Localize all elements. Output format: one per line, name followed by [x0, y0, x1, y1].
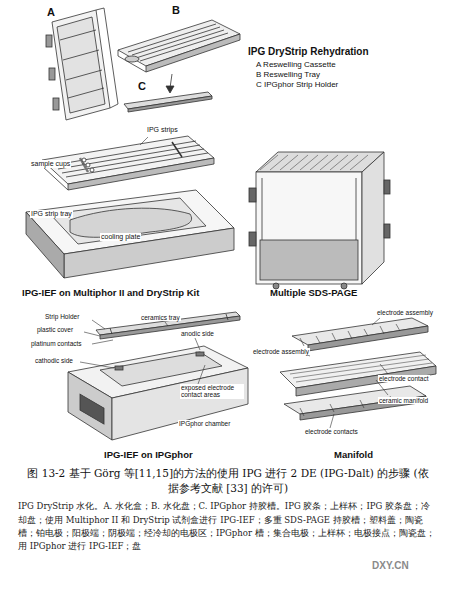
part-label: IPG strips: [146, 126, 179, 134]
part-label: cathodic side: [34, 357, 74, 364]
part-label: electrode contacts: [304, 428, 359, 435]
sds-page-tank: [249, 152, 390, 289]
part-label: platinum contacts: [30, 340, 83, 347]
part-label: electrode contact: [378, 375, 430, 382]
part-label: exposed electrode contact areas: [180, 384, 244, 399]
part-label: Strip Holder: [44, 313, 80, 320]
panel-title: IPG DryStrip Rehydration: [248, 46, 369, 58]
legend-text: C IPGphor Strip Holder: [256, 80, 338, 89]
panel-caption: IPG-IEF on IPGphor: [104, 450, 193, 461]
multiphor-unit: [26, 190, 234, 278]
part-label: ceramic manifold: [378, 397, 429, 404]
part-label: plastic cover: [36, 326, 74, 333]
panel-caption: IPG-IEF on Multiphor II and DryStrip Kit: [22, 288, 199, 299]
part-label: sample cups: [30, 160, 71, 168]
part-label: IPGphor chamber: [178, 420, 231, 427]
ipgphor-unit: [68, 312, 248, 440]
strip-holder: [124, 92, 212, 112]
part-label: anodic side: [180, 330, 215, 337]
insertion-arrow: [166, 74, 174, 93]
panel-letter: B: [172, 4, 180, 17]
part-label: electrode assembly: [376, 309, 434, 316]
legend-text: A Reswelling Cassette: [256, 60, 336, 69]
panel-caption: Multiple SDS-PAGE: [270, 288, 357, 299]
panel-letter: C: [138, 80, 146, 93]
part-label: cooling plate: [100, 233, 141, 241]
panel-caption: Manifold: [334, 450, 373, 461]
legend-text: B Reswelling Tray: [256, 70, 320, 79]
watermark: DXY.CN: [372, 560, 409, 572]
part-label: ceramics tray: [140, 314, 181, 321]
figure-notes: IPG DryStrip 水化。A. 水化盒；B. 水化盘；C. IPGphor…: [18, 500, 438, 553]
part-label: IPG strip tray: [30, 210, 73, 218]
leader-lines: [300, 318, 388, 428]
reswelling-cassette: [46, 8, 118, 120]
reswelling-tray: [118, 20, 240, 72]
figure-caption: 图 13-2 基于 Görg 等[11,15]的方法的使用 IPG 进行 2 D…: [22, 466, 434, 496]
panel-letter: A: [47, 6, 55, 19]
manifold: [280, 318, 436, 420]
part-label: electrode assembly: [252, 348, 310, 355]
